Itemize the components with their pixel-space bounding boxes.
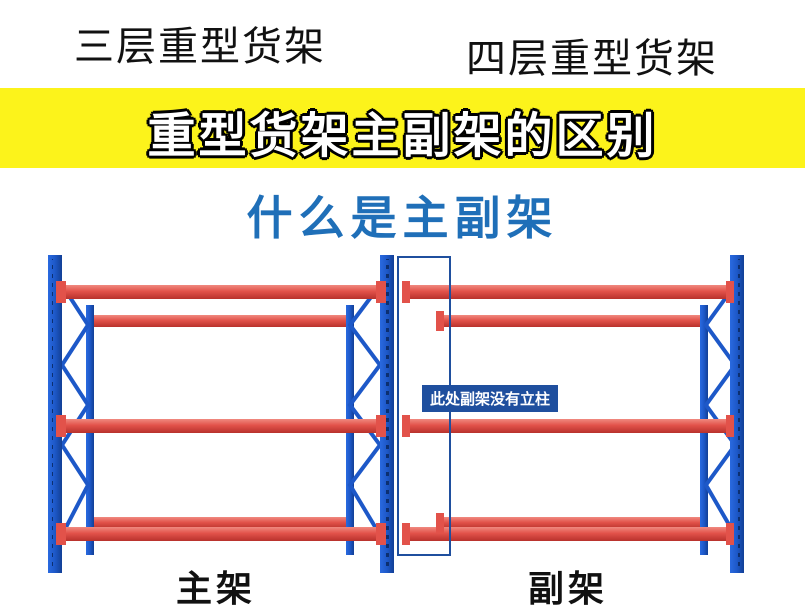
banner-title: 重型货架主副架的区别 [147, 108, 658, 164]
section-heading: 什么是主副架 [246, 191, 559, 245]
three-tier-rack-title: 三层重型货架 [74, 24, 326, 70]
main-rack-label: 主架 [176, 569, 257, 610]
sub-rack-label: 副架 [528, 569, 609, 610]
main-front-beam-2 [62, 419, 380, 433]
main-rack [48, 255, 394, 573]
four-tier-rack-title: 四层重型货架 [466, 36, 718, 82]
main-front-beam-3 [62, 527, 380, 541]
main-back-beam-1 [94, 315, 346, 327]
yellow-banner [0, 88, 805, 168]
main-left-bracing [59, 283, 91, 536]
sub-front-beam-1 [406, 285, 730, 299]
sub-front-beam-2 [406, 419, 730, 433]
sub-rack [397, 255, 744, 573]
main-right-bracing [347, 283, 383, 537]
no-upright-callout: 此处副架没有立柱 [422, 385, 559, 412]
sub-back-beam-3 [440, 517, 700, 529]
main-back-beam-3 [94, 517, 346, 529]
sub-back-beam-1 [440, 315, 700, 327]
sub-right-bracing [703, 283, 738, 537]
sub-front-beam-3 [406, 527, 730, 541]
main-front-beam-1 [62, 285, 380, 299]
rack-diagram [48, 255, 744, 573]
